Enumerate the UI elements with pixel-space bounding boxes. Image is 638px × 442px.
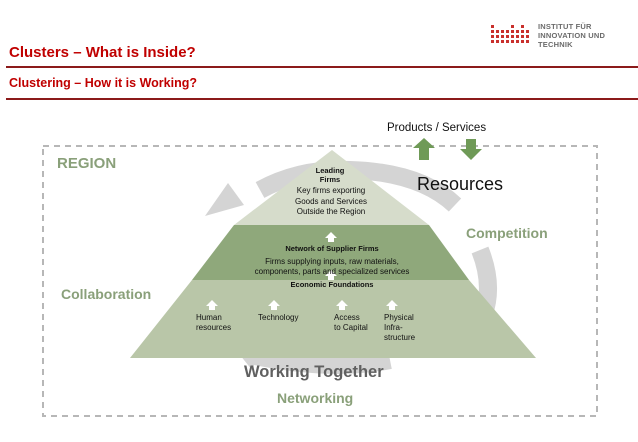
leading-firms-desc-line-1: Key firms exporting <box>296 186 366 195</box>
pyramid-economic-foundations <box>130 280 536 358</box>
foundation-line: Access <box>334 313 360 322</box>
subtitle-rule <box>6 98 638 100</box>
foundation-line: Physical <box>384 313 414 322</box>
foundation-human-resources: Human resources <box>196 313 231 333</box>
leading-firms-desc-line-2: Goods and Services <box>294 196 368 206</box>
logo-line-1: INSTITUT FÜR <box>538 22 592 31</box>
foundation-line: Infra- <box>384 323 403 332</box>
supplier-desc-line-2: components, parts and specialized servic… <box>254 267 410 276</box>
arrow-up-icon <box>325 232 337 242</box>
supplier-network-title: Network of Supplier Firms <box>285 244 379 253</box>
foundation-technology: Technology <box>258 313 298 323</box>
working-together-label: Working Together <box>244 363 384 381</box>
foundation-line: Technology <box>258 313 299 322</box>
logo-line-3: TECHNIK <box>538 40 573 49</box>
foundation-line: to Capital <box>334 323 368 332</box>
leading-firms-description: Key firms exporting Goods and Services O… <box>276 186 386 218</box>
inflow-arrow-down-icon <box>460 139 482 160</box>
products-services-label: Products / Services <box>387 122 487 134</box>
title-rule <box>6 66 638 68</box>
networking-label: Networking <box>277 390 354 406</box>
page-subtitle: Clustering – How it is Working? <box>9 76 197 90</box>
arrow-up-icon <box>386 300 398 310</box>
economic-foundations-title: Economic Foundations <box>290 280 374 289</box>
page-title: Clusters – What is Inside? <box>9 44 196 61</box>
foundation-line: resources <box>196 323 232 332</box>
region-label: REGION <box>57 155 117 172</box>
supplier-network-description: Firms supplying inputs, raw materials, c… <box>232 257 432 277</box>
leading-firms-title-line-2: Firms <box>319 175 341 184</box>
leading-firms-desc-line-3: Outside the Region <box>296 207 366 216</box>
region-boundary <box>42 145 598 417</box>
pyramid-supplier-network <box>192 225 469 280</box>
leading-firms-title: Leading Firms <box>300 166 360 184</box>
resources-label: Resources <box>417 174 504 194</box>
cycle-arrowhead-left <box>205 183 244 216</box>
logo-wordmark: INSTITUT FÜR INNOVATION UND TECHNIK <box>538 22 605 49</box>
foundation-line: Human <box>196 313 222 322</box>
institute-logo <box>491 25 529 43</box>
cycle-arc-bottom <box>248 346 392 374</box>
foundation-access-to-capital: Access to Capital <box>334 313 368 333</box>
collaboration-label: Collaboration <box>61 286 152 302</box>
logo-line-2: INNOVATION UND <box>538 31 606 40</box>
supplier-desc-line-1: Firms supplying inputs, raw materials, <box>265 257 399 266</box>
arrow-up-icon <box>325 270 337 280</box>
pyramid-leading-firms <box>234 150 429 225</box>
foundation-physical-infrastructure: Physical Infra- structure <box>384 313 415 343</box>
leading-firms-title-line-1: Leading <box>315 166 345 175</box>
outflow-arrow-up-icon <box>413 138 435 160</box>
arrow-up-icon <box>336 300 348 310</box>
competition-label: Competition <box>466 225 548 241</box>
arrow-up-icon <box>268 300 280 310</box>
arrow-up-icon <box>206 300 218 310</box>
foundation-line: structure <box>384 333 416 342</box>
